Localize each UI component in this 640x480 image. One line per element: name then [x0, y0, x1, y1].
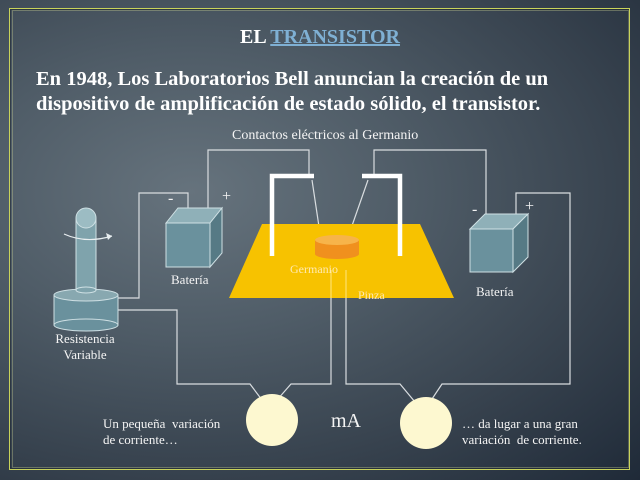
- meter-right-icon: [400, 397, 452, 449]
- resistor-label: Resistencia Variable: [40, 331, 130, 363]
- right-caption-line1: … da lugar a una gran: [462, 416, 578, 431]
- right-caption: … da lugar a una gran variación de corri…: [462, 416, 582, 448]
- resistor-label-line1: Resistencia: [55, 331, 115, 346]
- left-caption-line1: Un pequeña variación: [103, 416, 221, 431]
- left-caption: Un pequeña variación de corriente…: [103, 416, 220, 448]
- contact-right: [362, 173, 403, 256]
- right-caption-line2: variación de corriente.: [462, 432, 582, 447]
- title-prefix: EL: [240, 26, 266, 48]
- wire-resistor-to-left-meter: [117, 309, 263, 401]
- resistor-label-line2: Variable: [63, 347, 107, 362]
- germanium-label: Germanio: [290, 262, 338, 276]
- clamp-wire-overlay: [330, 270, 347, 298]
- germanium-disc: [315, 235, 359, 259]
- electrical-contacts: [269, 173, 403, 256]
- wire-left-battery-to-resistor: [117, 192, 189, 299]
- battery-left-label: Batería: [171, 272, 209, 287]
- contacts-label: Contactos eléctricos al Germanio: [232, 128, 419, 143]
- wire-right-contact-to-battery: [373, 149, 487, 230]
- wire-left-meter-to-clamp: [276, 270, 332, 401]
- contact-left: [269, 173, 314, 256]
- battery-left-plus: +: [222, 188, 232, 205]
- left-caption-line2: de corriente…: [103, 432, 178, 447]
- clamp-platform: [229, 224, 454, 298]
- battery-right-icon: [468, 212, 530, 274]
- wire-right-battery-to-meter: [429, 192, 571, 403]
- slide-subtitle: En 1948, Los Laboratorios Bell anuncian …: [36, 68, 549, 115]
- meter-left-icon: [246, 394, 298, 446]
- battery-left-icon: [164, 206, 224, 269]
- title-link[interactable]: TRANSISTOR: [270, 26, 400, 48]
- battery-left-minus: -: [168, 190, 174, 207]
- variable-resistor-icon: [53, 207, 119, 332]
- slide-title: EL TRANSISTOR: [0, 26, 640, 49]
- wires: [117, 149, 571, 403]
- battery-right-label: Batería: [476, 284, 514, 299]
- clamp-label: Pinza: [358, 288, 385, 302]
- battery-right-minus: -: [472, 201, 478, 218]
- meters: [246, 394, 452, 449]
- battery-right-plus: +: [525, 198, 535, 215]
- wire-left-battery-to-contact: [207, 149, 310, 215]
- wire-right-meter-to-clamp: [345, 270, 416, 403]
- meter-unit-label: mA: [331, 410, 361, 432]
